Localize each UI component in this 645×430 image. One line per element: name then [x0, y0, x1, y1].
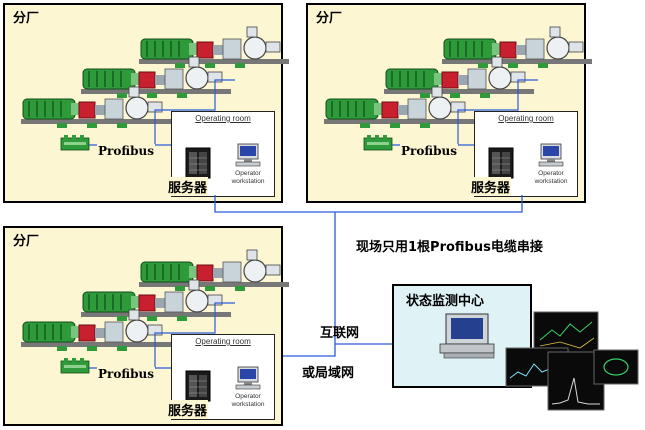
- operating-room: Operating room Operator workstation: [171, 334, 275, 420]
- server-label: 服务器: [167, 400, 209, 419]
- factory-panel-2: 分厂 Profibus Operating room Operator work…: [306, 3, 593, 203]
- cable-note: 现场只用1根Profibus电缆串接: [356, 240, 543, 255]
- network-label-internet: 互联网: [320, 326, 360, 341]
- operating-room: Operating room Operator workstation: [474, 111, 578, 197]
- factory-title: 分厂: [316, 11, 343, 26]
- factory-title: 分厂: [13, 11, 40, 26]
- factory-panel-1: 分厂 Profibus Operating room Operator work…: [3, 3, 290, 203]
- server-label: 服务器: [470, 177, 512, 196]
- workstation-label: Operator workstation: [231, 393, 265, 408]
- factory-panel-3: 分厂 Profibus Operating room Operator work…: [3, 226, 290, 426]
- monitoring-center-title: 状态监测中心: [406, 294, 485, 309]
- server-label: 服务器: [167, 177, 209, 196]
- profibus-label: Profibus: [400, 144, 458, 158]
- workstation-label: Operator workstation: [231, 170, 265, 185]
- profibus-label: Profibus: [97, 144, 155, 158]
- factory-title: 分厂: [13, 234, 40, 249]
- operating-room-label: Operating room: [195, 337, 251, 346]
- profibus-label: Profibus: [97, 367, 155, 381]
- network-label-lan: 或局域网: [302, 366, 355, 381]
- operating-room-label: Operating room: [195, 114, 251, 123]
- operating-room-label: Operating room: [498, 114, 554, 123]
- workstation-label: Operator workstation: [534, 170, 568, 185]
